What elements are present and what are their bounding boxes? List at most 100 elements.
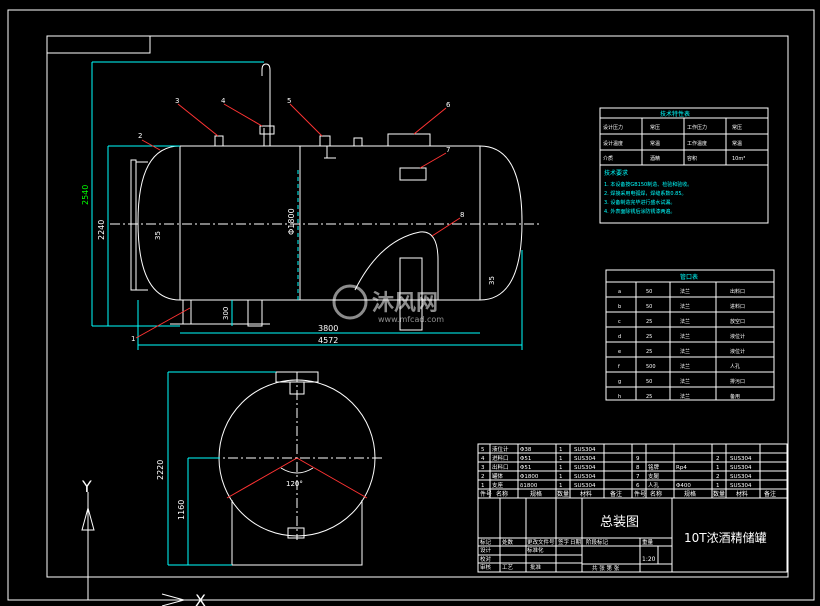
dim-left-small-text: 35	[154, 231, 162, 240]
bom-cell: 1	[716, 483, 720, 489]
bom-cell: 2	[716, 456, 720, 462]
bom-cell: 5	[481, 447, 485, 453]
bom-cell: 1	[559, 465, 563, 471]
bom-cell: SUS304	[730, 483, 752, 489]
bom-cell: 8	[636, 465, 640, 471]
nozzle-3	[214, 135, 224, 147]
y-label: Y	[81, 477, 92, 496]
tp-cell: 设计压力	[603, 124, 623, 131]
tp-cell: 常压	[732, 124, 742, 131]
tech-req-item: 2. 焊接采用电弧焊，焊缝系数0.85。	[604, 190, 687, 197]
tb-label: 审核	[480, 563, 492, 571]
bom-cell: 6	[636, 483, 640, 489]
side-neck	[289, 381, 305, 395]
outlet-frame	[399, 257, 423, 331]
bom-header-cell: 材料	[736, 490, 748, 498]
nozzle-cell: 法兰	[680, 333, 690, 340]
support-left	[182, 299, 192, 325]
nozzle-cell: 备用	[730, 393, 740, 400]
nozzle-cell: g	[618, 379, 621, 385]
nozzle-cell: 出料口	[730, 288, 745, 295]
bom-cell: SUS304	[730, 465, 752, 471]
tag-1: 1	[131, 335, 135, 343]
tb-label: 日期	[570, 539, 582, 546]
dim-diameter-text: Φ1800	[287, 208, 296, 235]
bom-cell: 1	[716, 465, 720, 471]
bom-header-cell: 数量	[713, 490, 725, 498]
bom-cell: SUS304	[730, 474, 752, 480]
bom-header-cell: 规格	[530, 490, 542, 498]
tb-label: 标记	[480, 538, 492, 546]
vent-pipe	[261, 63, 271, 146]
tp-cell: 常压	[650, 124, 660, 131]
bom-header-cell: 材料	[580, 490, 592, 498]
bom-cell: 1	[559, 483, 563, 489]
bom-cell: 出料口	[492, 463, 509, 471]
bom-cell: SUS304	[574, 474, 596, 480]
tp-cell: 介质	[603, 155, 613, 162]
product-name: 10T浓酒精储罐	[684, 530, 767, 545]
bom-cell: 铭牌	[648, 463, 660, 471]
leader-6	[413, 107, 447, 135]
bom-cell: 1	[559, 447, 563, 453]
dim-overall-height-text: 2540	[81, 185, 90, 205]
bom-header-cell: 名称	[496, 490, 508, 498]
watermark-url: www.mfcad.com	[378, 315, 444, 324]
nozzle-cell: e	[618, 349, 621, 355]
bom-cell: 人孔	[648, 481, 660, 489]
nozzle-cell: 法兰	[680, 303, 690, 310]
bom-cell: Φ1800	[520, 474, 539, 480]
dim-support-height-text: 300	[222, 307, 230, 320]
side-view: 120° 2220 1160	[156, 371, 385, 566]
bom-cell: Φ400	[676, 483, 691, 489]
nozzle-cell: 法兰	[680, 348, 690, 355]
nozzle-cell: 液位计	[730, 333, 745, 340]
bom-cell: SUS304	[730, 456, 752, 462]
nozzle-table-title: 管口表	[680, 273, 698, 281]
bom-header-cell: 名称	[650, 490, 662, 498]
nozzle-cell: 50	[646, 379, 652, 385]
front-view: 2540 2240 Φ1800 3800 4572 300 35 35 2 3 …	[81, 61, 540, 350]
tech-req-item: 4. 外表面除锈后涂防锈漆两遍。	[604, 208, 675, 215]
bom-cell: 2	[481, 474, 485, 480]
watermark: 沐风网 www.mfcad.com	[332, 284, 444, 324]
support-right	[247, 299, 263, 327]
watermark-brand: 沐风网	[372, 291, 438, 316]
bom-cell: SUS304	[574, 465, 596, 471]
nozzle-cell: 排污口	[730, 378, 745, 385]
bom-header-cell: 备注	[610, 490, 622, 498]
nozzle-cell: 放空口	[730, 318, 745, 325]
side-bottom-nozzle	[287, 527, 305, 539]
title-block: 标记 处数 更改文件号 签字 日期 设计 标准化 校对 审核 工艺 批准 阶段标…	[477, 497, 788, 573]
bom-header-cell: 件号	[634, 490, 646, 498]
angle-line-left	[226, 457, 298, 499]
tp-cell: 工作温度	[687, 140, 707, 147]
bom-cell: Φ38	[520, 447, 532, 453]
tag-7: 7	[446, 146, 450, 154]
nozzle-cell: 500	[646, 364, 656, 370]
dim-right-small-text: 35	[488, 276, 496, 285]
bom-header-cell: 数量	[557, 490, 569, 498]
angle-line-right	[296, 457, 368, 499]
dim-side-center-text: 1160	[177, 500, 186, 520]
bom-cell: Φ51	[520, 456, 531, 462]
tb-weight: 重量	[642, 538, 654, 546]
bom-cell: SUS304	[574, 483, 596, 489]
tech-req-item: 3. 设备制造完毕进行盛水试漏。	[604, 199, 675, 206]
nozzle-cell: 进料口	[730, 303, 745, 310]
x-arrow	[161, 593, 186, 606]
nozzle-cell: 液位计	[730, 348, 745, 355]
scale-value: 1:20	[642, 556, 656, 563]
tag-5: 5	[287, 97, 291, 105]
tp-cell: 酒精	[650, 155, 660, 162]
tp-cell: 设计温度	[603, 140, 623, 147]
watermark-logo	[332, 284, 368, 320]
nozzle-cell: d	[618, 334, 621, 340]
x-label: X	[195, 591, 206, 606]
tech-req-item: 1. 本设备按GB150制造、检验和验收。	[604, 181, 692, 188]
bom-cell: 2	[716, 474, 720, 480]
nozzle-cell: 法兰	[680, 288, 690, 295]
vent-flange	[259, 125, 275, 135]
nozzle-cell: a	[618, 289, 621, 295]
